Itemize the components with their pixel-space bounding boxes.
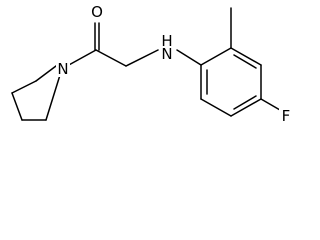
amine-hydrogen-label: H [161,32,172,50]
label-bg-amine-h [160,33,174,49]
molecule-structure-diagram: O H N N F [11,3,293,125]
bond-ring-c2-to-c3 [11,80,37,94]
bond-aryl-inner-c4-c5 [233,95,257,110]
pyrrolidine-ring [11,62,61,121]
label-bg-oxygen [90,4,104,20]
amine-nitrogen-label: N [161,45,172,63]
bond-aryl-c5-c6 [200,98,232,117]
bond-aryl-c1-c2 [200,47,232,66]
label-bg-fluorine [279,108,293,124]
oxygen-label: O [91,3,103,21]
ring-nitrogen-label: N [57,60,68,78]
atom-labels: O H N N F [56,3,293,125]
bond-aryl-c4-c5 [230,98,262,117]
bond-nh-to-aryl-c1 [176,49,202,66]
fluorine-label: F [282,107,291,125]
amide-linker [66,22,159,67]
bond-ch2-to-nh [125,49,159,67]
bond-aryl-inner-c2-c3 [233,54,257,69]
label-bg-amine-n [160,46,174,62]
bond-ring-n-to-carbonyl-c [66,49,97,67]
bond-aryl-fluorine [260,98,281,111]
bond-ring-c5-to-n [45,74,61,121]
aryl-ring [176,7,281,117]
bond-carbonyl-c-to-ch2 [95,49,127,67]
bond-ring-c3-to-c4 [11,92,23,121]
label-bg-ring-n [56,61,70,77]
bond-aryl-c2-c3 [230,47,262,66]
